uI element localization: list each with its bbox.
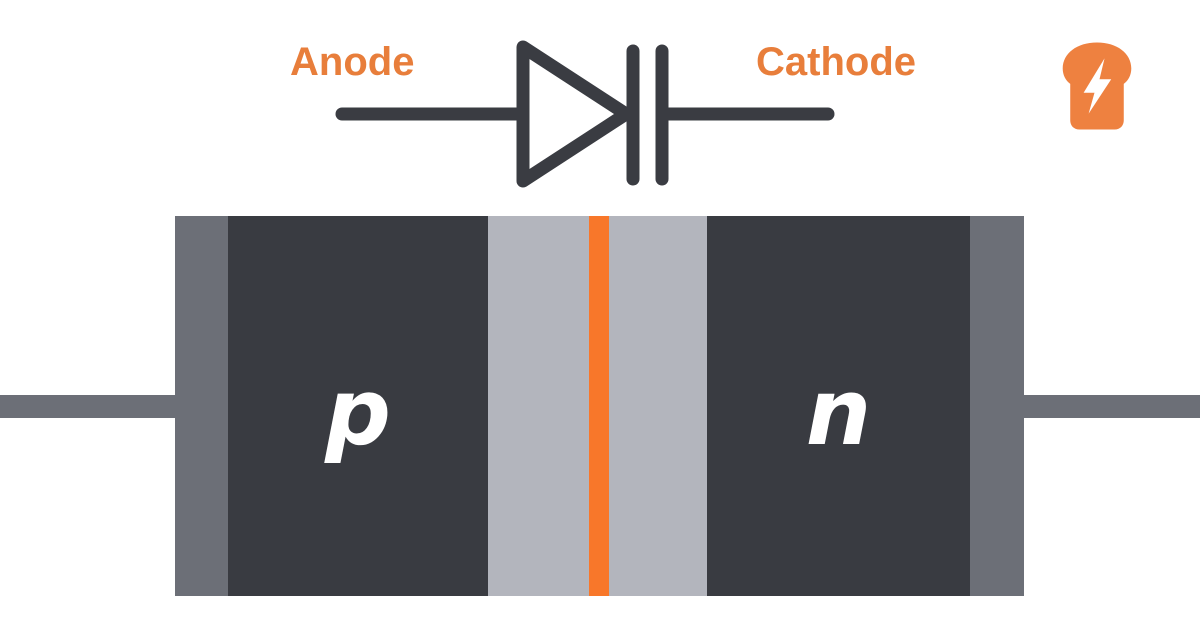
n-region-label: n <box>805 359 872 466</box>
p-region-label: p <box>325 359 391 466</box>
diode-schematic-symbol <box>335 40 835 188</box>
lightning-bolt-icon <box>1083 58 1112 114</box>
right-lead-wire <box>1024 395 1200 418</box>
cathode-label: Cathode <box>756 40 916 84</box>
n-region: n <box>707 216 970 596</box>
pn-junction-line <box>589 216 609 596</box>
diode-triangle <box>516 40 633 188</box>
diode-body: p n <box>175 216 1024 596</box>
left-lead-wire <box>0 395 176 418</box>
p-region: p <box>228 216 488 596</box>
right-terminal-cap <box>970 216 1024 596</box>
depletion-region-right <box>609 216 707 596</box>
depletion-region-left <box>488 216 589 596</box>
left-terminal-cap <box>175 216 228 596</box>
toast-lightning-logo <box>1062 42 1132 130</box>
anode-label: Anode <box>290 40 415 84</box>
